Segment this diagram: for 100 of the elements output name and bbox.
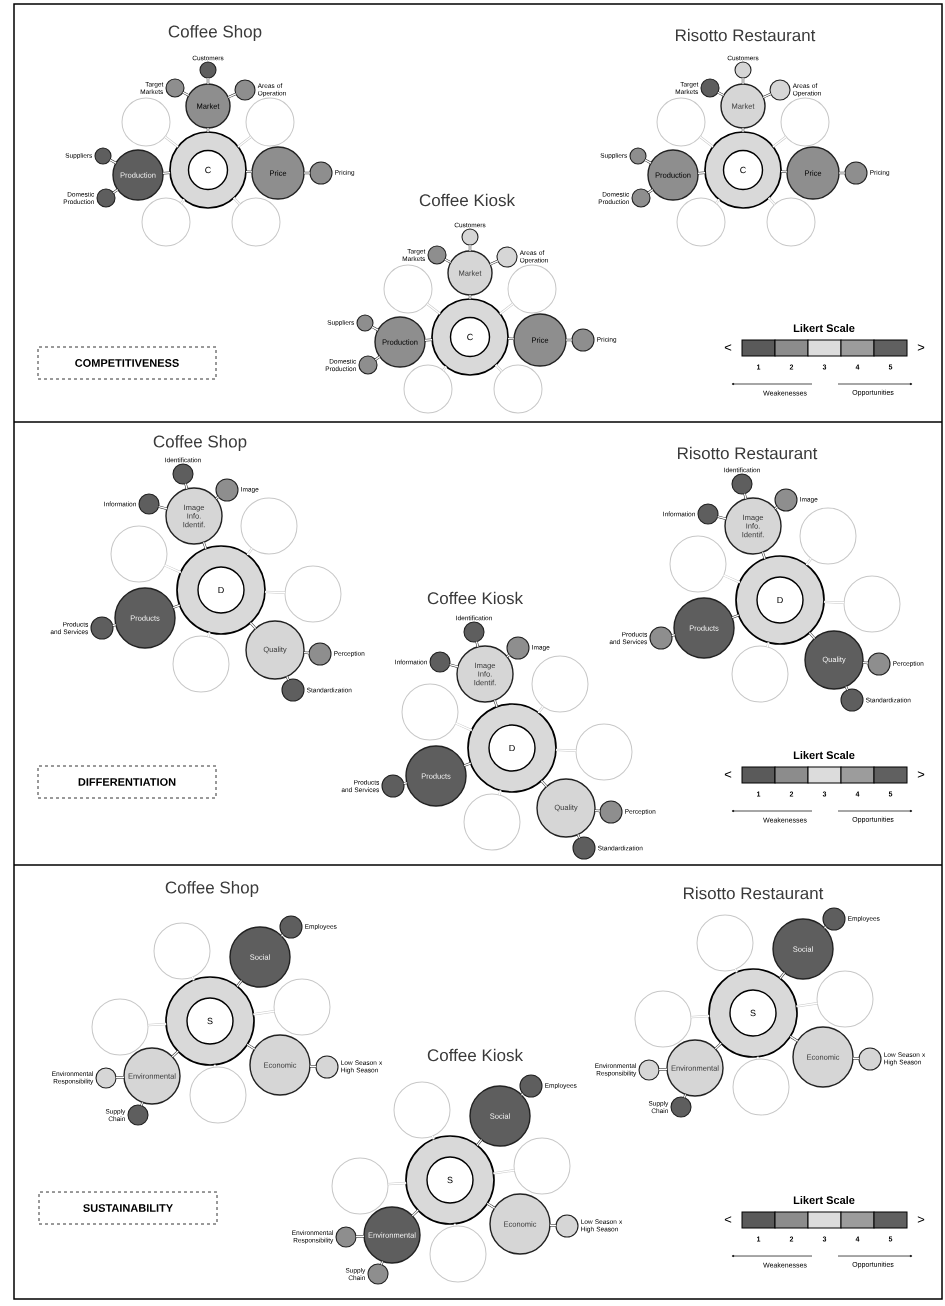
connector bbox=[207, 631, 211, 638]
connector bbox=[731, 614, 740, 619]
center-ring: S bbox=[405, 1135, 495, 1225]
connector bbox=[844, 685, 849, 691]
connector bbox=[644, 158, 652, 165]
connector bbox=[442, 365, 448, 372]
scale-end-marker: > bbox=[917, 771, 925, 778]
empty-circle bbox=[403, 364, 453, 414]
center-ring: D bbox=[735, 555, 825, 645]
connector bbox=[762, 92, 772, 99]
connector bbox=[109, 158, 117, 165]
connector bbox=[115, 1076, 125, 1079]
cluster-title: Risotto Restaurant bbox=[676, 28, 816, 42]
connector bbox=[772, 135, 787, 148]
connector bbox=[172, 604, 181, 609]
connector bbox=[486, 1202, 496, 1210]
connector bbox=[164, 135, 179, 148]
empty-circle bbox=[284, 565, 342, 623]
cluster-title: Coffee Shop bbox=[168, 25, 262, 41]
connector bbox=[795, 1002, 819, 1008]
center-ring: D bbox=[467, 703, 557, 793]
center-ring: C bbox=[704, 131, 782, 209]
center-ring: C bbox=[431, 298, 509, 376]
connector bbox=[741, 127, 745, 133]
empty-circle bbox=[531, 655, 589, 713]
connector bbox=[213, 1064, 217, 1068]
connector bbox=[112, 188, 119, 194]
connector bbox=[540, 779, 548, 788]
connector bbox=[444, 258, 452, 264]
connector bbox=[862, 661, 869, 665]
connector bbox=[448, 663, 459, 668]
connector bbox=[147, 1022, 167, 1027]
connector bbox=[171, 1050, 179, 1058]
connector bbox=[476, 1138, 483, 1147]
empty-circle bbox=[273, 978, 331, 1036]
empty-circle bbox=[493, 364, 543, 414]
empty-circle bbox=[383, 264, 433, 314]
empty-circle bbox=[766, 197, 816, 247]
connector bbox=[576, 833, 581, 839]
connector bbox=[463, 762, 472, 767]
empty-circle bbox=[799, 507, 857, 565]
dashed-label-box: SUSTAINABILITY bbox=[38, 1191, 218, 1225]
connector bbox=[690, 1014, 710, 1019]
empty-circle bbox=[189, 1066, 247, 1124]
scale-end-marker: > bbox=[917, 1216, 925, 1223]
empty-circle bbox=[141, 197, 191, 247]
empty-circle bbox=[240, 497, 298, 555]
connector bbox=[774, 505, 779, 510]
dashed-label-box: COMPETITIVENESS bbox=[37, 346, 217, 380]
connector bbox=[780, 170, 788, 174]
empty-circle bbox=[732, 1058, 790, 1116]
connector bbox=[202, 541, 208, 550]
connector bbox=[734, 968, 738, 973]
empty-circle bbox=[507, 264, 557, 314]
connector bbox=[371, 325, 379, 332]
empty-circle bbox=[121, 97, 171, 147]
empty-circle bbox=[172, 635, 230, 693]
connector bbox=[252, 1010, 275, 1016]
connector bbox=[506, 653, 511, 658]
connector bbox=[838, 171, 846, 175]
connector bbox=[112, 623, 117, 627]
connector bbox=[714, 1042, 722, 1050]
connector bbox=[468, 244, 472, 252]
connector bbox=[387, 1181, 407, 1186]
connector bbox=[303, 651, 310, 655]
connector bbox=[475, 640, 480, 648]
scale-end-marker: < bbox=[724, 344, 732, 351]
connector bbox=[823, 925, 827, 929]
scale-end-marker: < bbox=[724, 1216, 732, 1223]
connector bbox=[594, 809, 601, 813]
connector bbox=[237, 135, 252, 148]
connector bbox=[140, 1101, 144, 1107]
connector bbox=[232, 197, 241, 206]
connector bbox=[715, 198, 721, 205]
empty-circle bbox=[91, 998, 149, 1056]
empty-circle bbox=[110, 525, 168, 583]
cluster-title: Coffee Kiosk bbox=[419, 193, 516, 207]
empty-circle bbox=[331, 1157, 389, 1215]
connector bbox=[697, 171, 706, 175]
connector bbox=[489, 259, 499, 266]
empty-circle bbox=[656, 97, 706, 147]
connector bbox=[355, 1235, 365, 1238]
connector bbox=[162, 171, 171, 175]
empty-circle bbox=[634, 990, 692, 1048]
connector bbox=[647, 188, 654, 194]
empty-circle bbox=[575, 723, 633, 781]
connector bbox=[468, 294, 472, 300]
connector bbox=[498, 789, 502, 796]
empty-circle bbox=[429, 1225, 487, 1283]
connector bbox=[303, 171, 311, 175]
empty-circle bbox=[401, 683, 459, 741]
connector bbox=[453, 1223, 457, 1227]
connector bbox=[249, 621, 257, 630]
cluster-title: Coffee Kiosk bbox=[427, 591, 524, 605]
connector bbox=[520, 1092, 524, 1096]
connector bbox=[493, 699, 499, 708]
connector bbox=[852, 1057, 860, 1060]
connector bbox=[184, 483, 189, 490]
connector bbox=[374, 355, 381, 361]
empty-circle bbox=[513, 1137, 571, 1195]
